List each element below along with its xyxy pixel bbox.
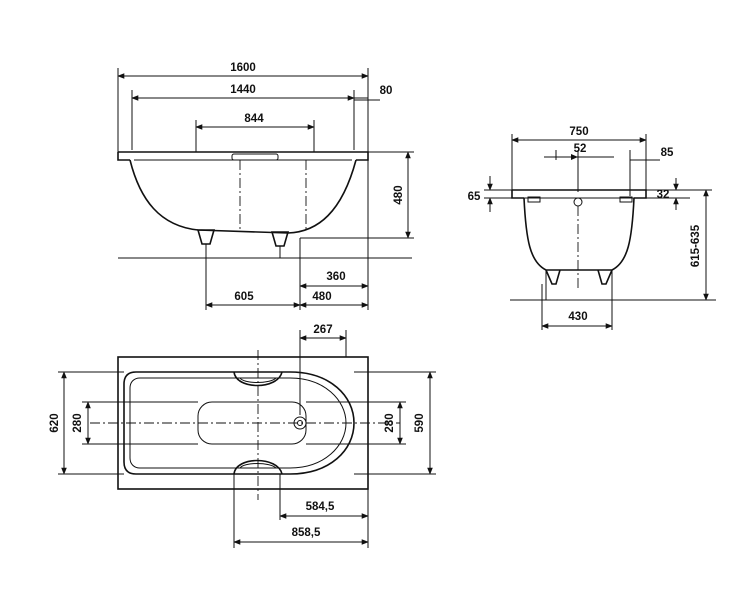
dim-handle-width: 267 xyxy=(313,324,332,336)
handle-bottom xyxy=(233,459,283,475)
dim-height-range: 615-635 xyxy=(690,224,702,267)
tub-body-outline xyxy=(129,159,357,234)
dim-overall-length: 1600 xyxy=(230,62,256,74)
tub-basin-outline xyxy=(123,371,355,475)
rim-line xyxy=(118,151,369,161)
dim-drain-offset: 52 xyxy=(574,143,587,155)
dim-foot-right: 480 xyxy=(312,291,331,303)
dim-edge-right: 32 xyxy=(657,189,670,201)
dim-foot-offset: 360 xyxy=(326,271,345,283)
plan-view: 267 620 280 280 590 584,5 858,5 xyxy=(49,324,436,548)
dim-feet-width: 430 xyxy=(568,311,587,323)
end-tub-outline xyxy=(523,197,635,271)
dim-end-rim: 85 xyxy=(661,147,674,159)
drain-icon xyxy=(573,197,583,207)
dim-inner-left: 280 xyxy=(72,413,84,432)
foot-right xyxy=(270,231,290,247)
dim-edge-left: 65 xyxy=(468,191,481,203)
dim-depth: 480 xyxy=(393,185,405,204)
dim-end-width: 750 xyxy=(569,126,588,138)
dim-basin-width: 590 xyxy=(414,413,426,432)
side-view: 1600 1440 80 844 480 xyxy=(117,62,414,310)
dim-outer-width: 620 xyxy=(49,413,61,432)
dim-inner-length: 1440 xyxy=(230,84,256,96)
handle-recess xyxy=(231,153,279,161)
dim-foot-left: 605 xyxy=(234,291,254,303)
dim-inner-right: 280 xyxy=(384,413,396,432)
dim-handle-span: 844 xyxy=(244,113,264,125)
dim-rim-width: 80 xyxy=(380,85,393,97)
dim-handle-distance: 858,5 xyxy=(292,527,321,539)
handle-top xyxy=(233,371,283,387)
end-foot-right xyxy=(597,269,613,285)
dim-drain-distance: 584,5 xyxy=(306,501,335,513)
end-foot-left xyxy=(545,269,561,285)
end-view: 750 52 85 65 xyxy=(468,126,716,330)
foot-left xyxy=(196,229,216,245)
